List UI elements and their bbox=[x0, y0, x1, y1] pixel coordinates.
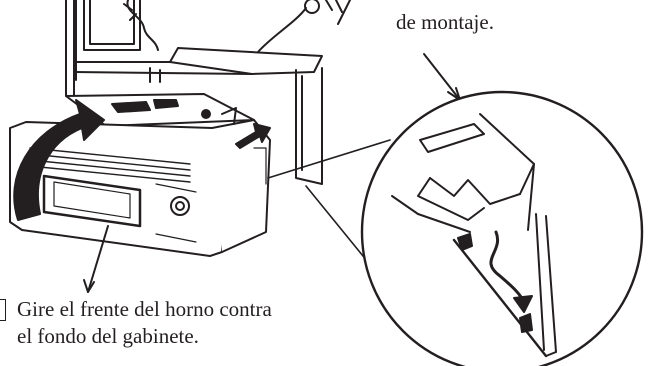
caption-bracket bbox=[0, 299, 6, 321]
mounting-caption: de montaje. bbox=[396, 10, 494, 34]
power-cord bbox=[123, 0, 351, 53]
microwave bbox=[9, 93, 271, 257]
detail-contents bbox=[391, 113, 557, 358]
cabinet bbox=[65, 0, 323, 185]
rotate-instruction-caption: Gire el frente del horno contra el fondo… bbox=[17, 296, 272, 350]
detail-callout bbox=[267, 90, 644, 366]
rotate-instruction-line-2: el fondo del gabinete. bbox=[17, 324, 199, 348]
rotate-instruction-line-1: Gire el frente del horno contra bbox=[17, 297, 272, 321]
rotate-arrow bbox=[13, 99, 271, 221]
